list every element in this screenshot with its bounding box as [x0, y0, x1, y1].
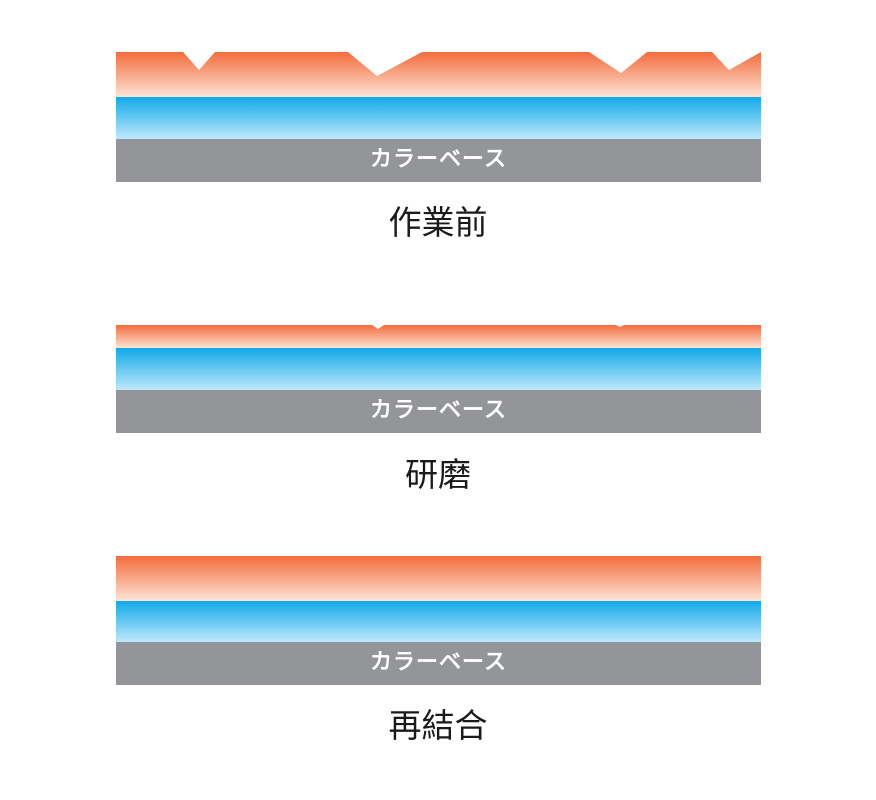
color-base-layer [116, 390, 761, 433]
color-base-label: カラーベース [370, 147, 507, 172]
color-base-layer [116, 139, 761, 182]
stage-recombination: カラーベース [116, 556, 761, 685]
clear-layer [116, 348, 761, 390]
topcoat-scratched-layer [116, 52, 761, 97]
color-base-layer [116, 642, 761, 685]
color-base-label: カラーベース [370, 650, 507, 675]
layer-stack-recombination [116, 556, 761, 685]
topcoat-restored-layer [116, 556, 761, 601]
clear-layer [116, 97, 761, 139]
stage-polishing: カラーベース [116, 325, 761, 433]
layer-stack-polishing [116, 325, 761, 433]
layer-stack-before-work [116, 52, 761, 182]
topcoat-polished-layer [116, 325, 761, 348]
clear-layer [116, 601, 761, 642]
stage-caption-polishing: 研磨 [405, 455, 471, 494]
color-base-label: カラーベース [370, 398, 507, 423]
stage-caption-recombination: 再結合 [388, 706, 488, 745]
stage-caption-before-work: 作業前 [388, 203, 488, 242]
stage-before-work: カラーベース [116, 52, 761, 182]
